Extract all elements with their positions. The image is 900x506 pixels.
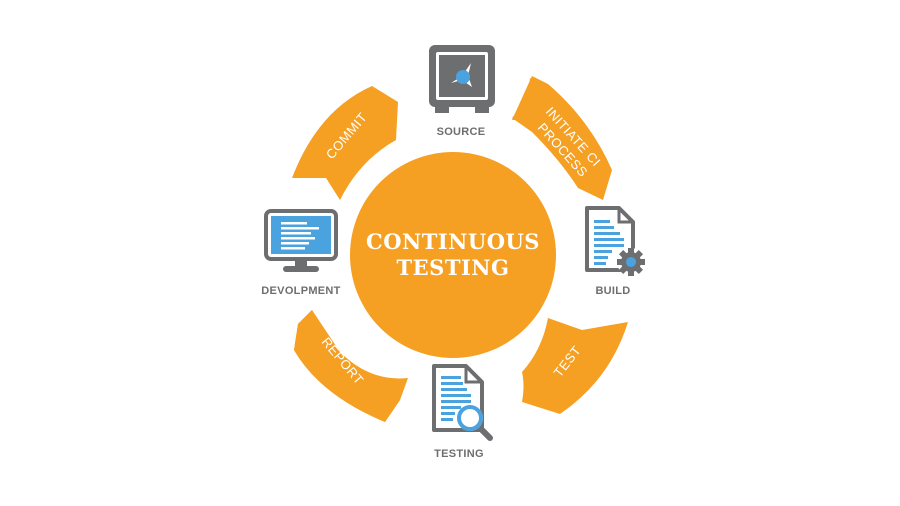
node-label-devolpment: DEVOLPMENT: [261, 285, 341, 297]
node-label-build: BUILD: [595, 285, 631, 297]
arrow-test: TEST: [522, 318, 628, 414]
safe-icon: [429, 45, 495, 113]
node-label-testing: TESTING: [434, 448, 484, 460]
node-label-source: SOURCE: [436, 126, 486, 138]
monitor-icon: [264, 209, 338, 272]
arrow-commit: COMMIT: [292, 86, 398, 200]
center-title-line-2: TESTING: [396, 255, 510, 280]
arrow-initiate-ci: INITIATE CI PROCESS: [512, 76, 612, 200]
center-circle: CONTINUOUS TESTING: [350, 152, 556, 358]
center-title-line-1: CONTINUOUS: [366, 229, 540, 254]
document-gear-icon: [585, 206, 645, 276]
document-magnifier-icon: [432, 364, 493, 441]
